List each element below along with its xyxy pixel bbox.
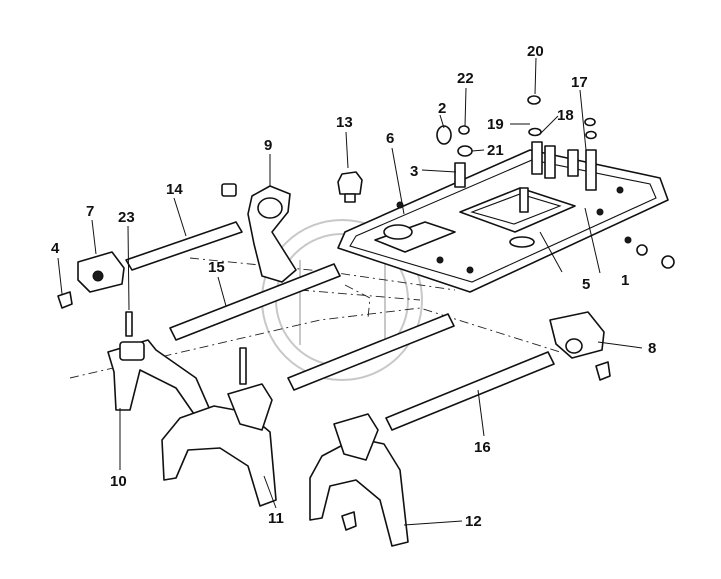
leader-lines (57, 57, 643, 526)
shift-fork-11 (161, 347, 277, 507)
rod-16 (385, 351, 555, 431)
plate-hardware (436, 95, 675, 269)
callout-11: 11 (268, 510, 284, 527)
end-block (57, 251, 125, 309)
breather-cap (337, 171, 363, 203)
callout-21: 21 (487, 142, 504, 159)
shift-bracket (221, 183, 297, 283)
shift-fork-10 (107, 311, 211, 415)
callout-18: 18 (557, 107, 574, 124)
rod-long (287, 313, 455, 391)
callout-17: 17 (571, 74, 588, 91)
callout-23: 23 (118, 209, 135, 226)
callout-20: 20 (527, 43, 544, 60)
callout-16: 16 (474, 439, 491, 456)
callout-5: 5 (582, 276, 590, 293)
callout-6: 6 (386, 130, 394, 147)
callout-12: 12 (465, 513, 482, 530)
callout-22: 22 (457, 70, 474, 87)
rod-14 (125, 221, 243, 271)
cover-plate (337, 149, 669, 293)
callout-10: 10 (110, 473, 127, 490)
callout-7: 7 (86, 203, 94, 220)
callout-2: 2 (438, 100, 446, 117)
rod-15 (169, 263, 341, 341)
callout-13: 13 (336, 114, 353, 131)
callout-4: 4 (51, 240, 60, 257)
end-block-right (549, 311, 611, 381)
callout-19: 19 (487, 116, 504, 133)
shift-fork-12 (309, 413, 409, 547)
callout-1: 1 (621, 272, 629, 289)
callout-9: 9 (264, 137, 272, 154)
callout-8: 8 (648, 340, 656, 357)
callout-3: 3 (410, 163, 418, 180)
callouts: 1 2 3 4 5 6 7 8 9 10 11 12 13 14 15 16 1… (51, 43, 656, 530)
callout-14: 14 (166, 181, 183, 198)
callout-15: 15 (208, 259, 225, 276)
